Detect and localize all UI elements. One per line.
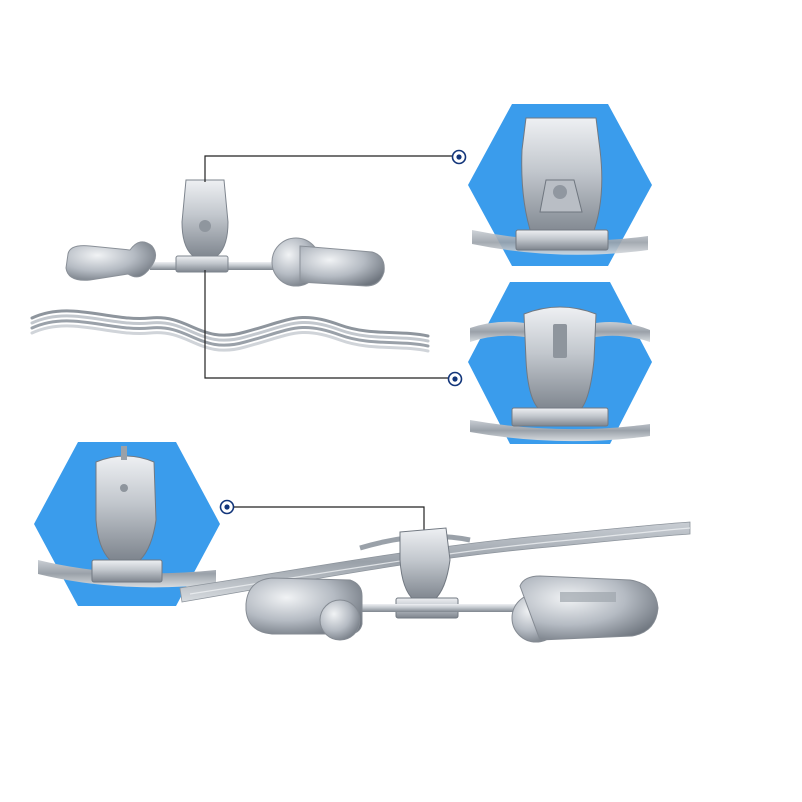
callout-dot-left-center	[224, 504, 230, 510]
clamp-closeup-left	[34, 442, 220, 606]
armor-rod-strand	[30, 309, 430, 353]
callout-dot-top-center	[456, 154, 462, 160]
clamp-closeup-top	[468, 104, 652, 266]
leader-line-bottom	[234, 506, 425, 540]
callout-dot-middle-center	[452, 376, 458, 382]
leader-lines-top	[204, 155, 455, 379]
damper-assembly-top	[65, 179, 385, 287]
damper-on-cable-bottom	[179, 521, 691, 643]
clamp-closeup-middle	[468, 282, 652, 444]
